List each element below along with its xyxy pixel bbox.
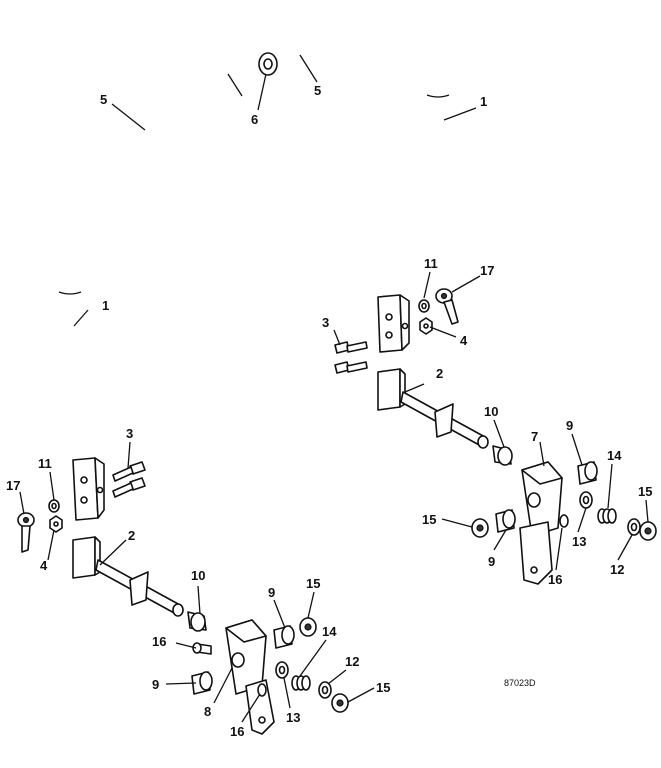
callout-14-left: 14 [322,624,337,639]
washer [48,499,60,513]
flat-washer [627,518,641,536]
clevis-pin [559,514,569,528]
leader-lines [19,54,649,723]
spacer [275,661,289,679]
callout-17-right: 17 [480,263,494,278]
bushing [492,445,513,466]
bolt [334,341,368,374]
callout-9-c: 9 [268,585,275,600]
callout-13-right: 13 [572,534,586,549]
callout-15-far-right: 15 [638,484,652,499]
spacer [579,491,593,509]
callout-12-left: 12 [345,654,359,669]
roll-bar-tube [58,1,450,480]
lock-nut [639,521,657,541]
callout-10-right: 10 [484,404,498,419]
callout-9-b: 9 [488,554,495,569]
callout-12-right: 12 [610,562,624,577]
tube-mount-plate [72,457,105,521]
callout-13-left: 13 [286,710,300,725]
callout-16-upper: 16 [152,634,166,649]
callout-6: 6 [251,112,258,127]
pin-sleeve [495,509,516,533]
pin-sleeve [273,625,295,649]
callout-4-left: 4 [40,558,48,573]
latch-lever [435,288,459,325]
callout-3-right: 3 [322,315,329,330]
callout-2-left: 2 [128,528,135,543]
clevis-pin [192,642,212,655]
callout-3-left: 3 [126,426,133,441]
callout-16-right: 16 [548,572,562,587]
pin-sleeve [191,671,213,695]
bolt [112,461,146,498]
tube-mount-plate [377,294,410,353]
callout-5-right: 5 [314,83,321,98]
callout-11-left: 11 [38,456,52,471]
callout-4-right: 4 [460,333,468,348]
clevis-pin [257,683,267,697]
bushing [187,611,207,632]
callout-14-right: 14 [607,448,622,463]
callout-1-right: 1 [480,94,487,109]
callout-15-mid-right: 15 [422,512,436,527]
spring [291,675,311,691]
callout-labels: 1 1 2 2 3 3 4 4 5 5 6 7 8 9 9 9 9 10 10 … [6,83,652,739]
callout-5-left: 5 [100,92,107,107]
callout-10-left: 10 [191,568,205,583]
nut [49,515,63,533]
callout-2-right: 2 [436,366,443,381]
callout-9-a: 9 [566,418,573,433]
figure-code: 87023D [504,678,536,688]
washer [418,299,430,313]
nut [419,317,433,335]
spring [597,508,617,524]
callout-9-d: 9 [152,677,159,692]
lock-nut [471,518,489,538]
lock-nut [299,617,317,637]
latch-lever [17,512,35,553]
pivot-pin [72,536,184,617]
callout-15-upper-left: 15 [306,576,320,591]
callout-11-right: 11 [424,256,438,271]
mounting-bracket [519,461,563,585]
callout-8: 8 [204,704,211,719]
lock-nut [331,693,349,713]
callout-1-left: 1 [102,298,109,313]
pin-sleeve [577,461,598,485]
flat-washer [318,681,332,699]
callout-16-lower: 16 [230,724,244,739]
pivot-pin [377,368,489,449]
mounting-bracket [225,619,275,735]
callout-7: 7 [531,429,538,444]
callout-17-left: 17 [6,478,20,493]
callout-15-lower-left: 15 [376,680,390,695]
